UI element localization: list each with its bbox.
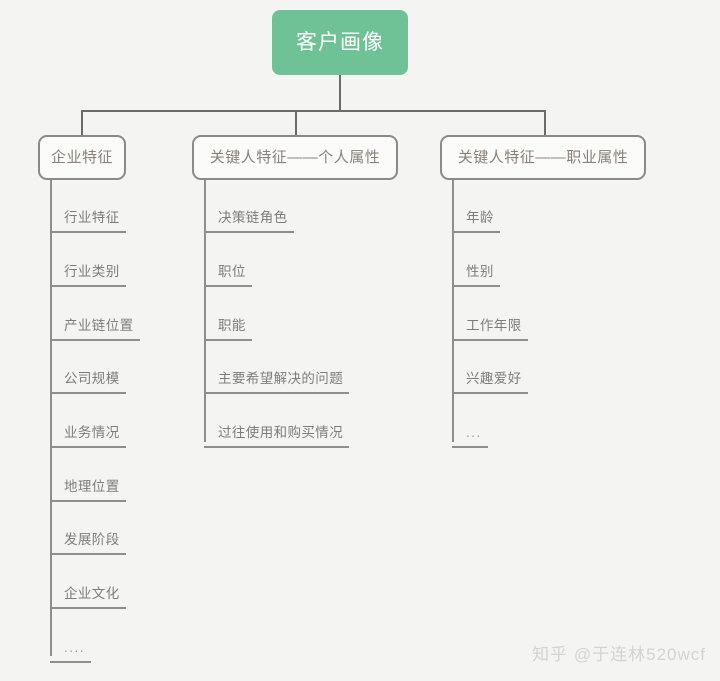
leaf-item[interactable]: 决策链角色 [204, 209, 294, 233]
leaf-label: 职能 [218, 318, 246, 333]
leaf-label: 企业文化 [64, 586, 120, 601]
leaf-item[interactable]: 兴趣爱好 [452, 370, 528, 394]
leaf-label: 过往使用和购买情况 [218, 425, 344, 440]
leaf-label: 行业类别 [64, 264, 120, 279]
leaf-label: 业务情况 [64, 425, 120, 440]
root-node-label: 客户画像 [296, 31, 384, 54]
branch-spine-2 [204, 180, 206, 442]
leaf-item[interactable]: 工作年限 [452, 317, 528, 341]
leaf-label: 决策链角色 [218, 210, 288, 225]
leaf-item[interactable]: 职位 [204, 263, 252, 287]
leaf-label: 性别 [466, 264, 494, 279]
leaf-label: .... [64, 640, 86, 655]
leaf-item[interactable]: 行业特征 [50, 209, 126, 233]
branch-node-key-person-personal[interactable]: 关键人特征——个人属性 [192, 135, 398, 180]
connector-root-stem [339, 75, 341, 111]
leaf-item[interactable]: 产业链位置 [50, 317, 140, 341]
branch-node-label: 关键人特征——个人属性 [209, 149, 381, 166]
connector-to-branch-3 [544, 110, 546, 135]
leaf-label: 主要希望解决的问题 [218, 371, 344, 386]
leaf-item[interactable]: 发展阶段 [50, 531, 126, 555]
branch-node-enterprise-traits[interactable]: 企业特征 [38, 135, 126, 180]
leaf-label: 兴趣爱好 [466, 371, 522, 386]
leaf-item-ellipsis[interactable]: .... [50, 639, 92, 663]
leaf-label: 职位 [218, 264, 246, 279]
watermark: 知乎 @于连林520wcf [532, 645, 706, 664]
leaf-item[interactable]: 地理位置 [50, 478, 126, 502]
leaf-item[interactable]: 主要希望解决的问题 [204, 370, 350, 394]
leaf-item[interactable]: 年龄 [452, 209, 500, 233]
branch-node-label: 关键人特征——职业属性 [457, 149, 629, 166]
leaf-label: 公司规模 [64, 371, 120, 386]
leaf-label: 发展阶段 [64, 532, 120, 547]
leaf-item[interactable]: 行业类别 [50, 263, 126, 287]
leaf-label: 年龄 [466, 210, 494, 225]
leaf-label: 工作年限 [466, 318, 522, 333]
leaf-item[interactable]: 企业文化 [50, 585, 126, 609]
leaf-item-ellipsis[interactable]: ... [452, 424, 488, 448]
branch-node-key-person-professional[interactable]: 关键人特征——职业属性 [440, 135, 646, 180]
branch-spine-1 [50, 180, 52, 656]
connector-bus [81, 110, 546, 112]
leaf-label: 行业特征 [64, 210, 120, 225]
branch-spine-3 [452, 180, 454, 442]
leaf-item[interactable]: 公司规模 [50, 370, 126, 394]
root-node-customer-profile[interactable]: 客户画像 [272, 10, 408, 75]
leaf-item[interactable]: 性别 [452, 263, 500, 287]
leaf-item[interactable]: 职能 [204, 317, 252, 341]
leaf-item[interactable]: 业务情况 [50, 424, 126, 448]
connector-to-branch-1 [81, 110, 83, 135]
branch-node-label: 企业特征 [50, 149, 113, 166]
leaf-label: ... [466, 425, 482, 440]
leaf-label: 地理位置 [64, 479, 120, 494]
connector-to-branch-2 [295, 110, 297, 135]
leaf-item[interactable]: 过往使用和购买情况 [204, 424, 350, 448]
leaf-label: 产业链位置 [64, 318, 134, 333]
